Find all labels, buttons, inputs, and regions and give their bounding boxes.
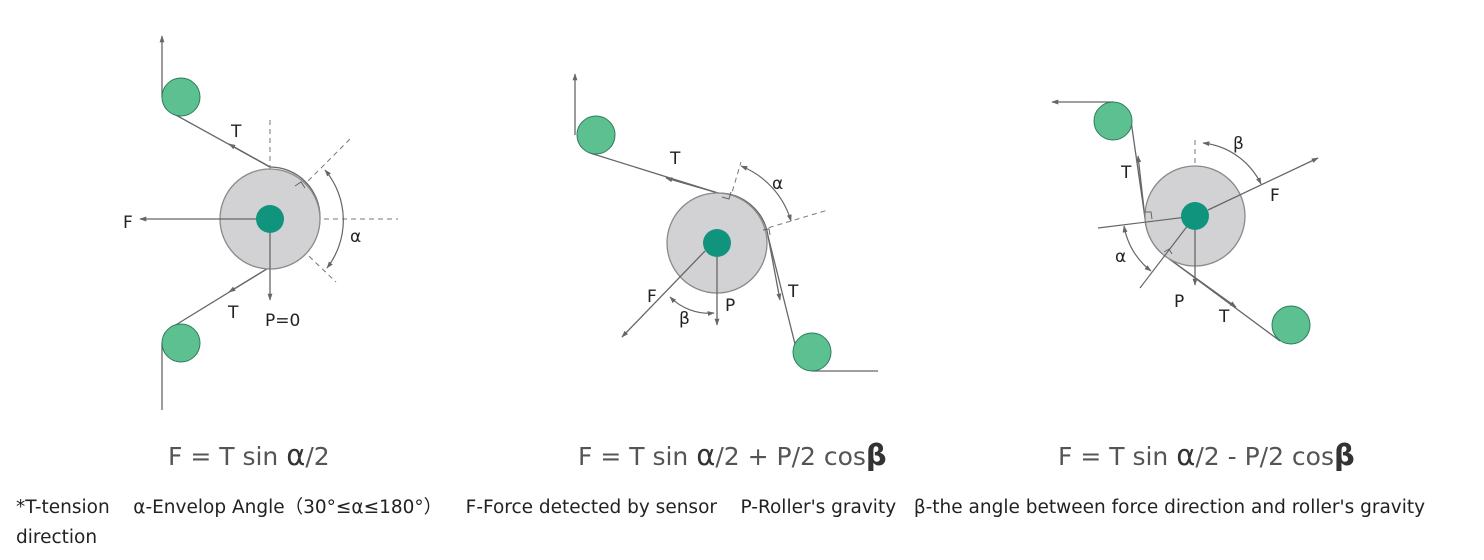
label-F: F xyxy=(123,213,133,233)
diagram-3: T T F α β P F = T sin α/2 - P/2 cosβ xyxy=(1051,99,1355,472)
legend-beta: β-the angle between force direction and … xyxy=(16,497,1431,548)
label-F: F xyxy=(1270,186,1280,206)
label-T-lower: T xyxy=(1218,307,1230,327)
tension-arrow-upper xyxy=(1136,155,1146,219)
force-arrow xyxy=(621,250,706,338)
label-P: P xyxy=(1174,292,1184,312)
formula-3: F = T sin α/2 - P/2 cosβ xyxy=(1058,438,1355,472)
legend-force: F-Force detected by sensor xyxy=(465,497,717,518)
formula-1: F = T sin α/2 xyxy=(168,438,330,472)
normal-line-lower xyxy=(1139,215,1196,289)
alpha-arc xyxy=(740,165,792,222)
legend-tension: *T-tension xyxy=(16,497,110,518)
formula-2: F = T sin α/2 + P/2 cosβ xyxy=(578,438,887,472)
normal-line-left xyxy=(1097,215,1196,229)
diagram-2: T T F α β P F = T sin α/2 + P/2 cosβ xyxy=(572,73,887,472)
label-T-lower: T xyxy=(787,282,799,302)
guide-roller-lower xyxy=(161,323,201,363)
label-T-upper: T xyxy=(230,122,242,142)
guide-roller-upper xyxy=(161,77,201,117)
roller-hub xyxy=(256,205,284,233)
belt-lower-span xyxy=(767,235,798,353)
right-angle-mark-lower xyxy=(762,228,771,236)
guide-roller-upper xyxy=(576,115,616,155)
label-P: P=0 xyxy=(265,311,300,331)
beta-arc xyxy=(669,296,715,317)
guide-roller-upper xyxy=(1093,101,1133,141)
label-beta: β xyxy=(679,309,690,329)
label-T-upper: T xyxy=(1120,163,1132,183)
right-angle-mark-lower xyxy=(1163,248,1173,255)
diagram-1: T T F α P=0 F = T sin α/2 xyxy=(123,35,398,472)
tension-arrow-lower xyxy=(767,235,782,301)
legend: *T-tension α-Envelop Angle（30°≤α≤180°） F… xyxy=(16,493,1476,553)
tension-arrow-lower xyxy=(228,266,271,293)
tension-arrow-upper xyxy=(228,143,271,168)
beta-arc xyxy=(1202,141,1262,185)
right-angle-mark-upper xyxy=(721,191,732,200)
guide-roller-lower xyxy=(792,332,832,372)
right-angle-mark-upper xyxy=(1145,211,1153,220)
guide-roller-lower xyxy=(1271,305,1311,345)
label-F: F xyxy=(647,287,657,307)
label-T-upper: T xyxy=(669,149,681,169)
legend-envelop-angle: α-Envelop Angle（30°≤α≤180°） xyxy=(133,497,443,518)
alpha-arc xyxy=(324,169,344,269)
roller-hub xyxy=(703,229,731,257)
label-alpha: α xyxy=(1115,247,1126,267)
legend-gravity: P-Roller's gravity xyxy=(740,497,897,518)
diagram-canvas: T T F α P=0 F = T sin α/2 xyxy=(123,35,1355,472)
label-alpha: α xyxy=(350,227,361,247)
label-P: P xyxy=(725,296,735,316)
label-alpha: α xyxy=(772,174,783,194)
label-T-lower: T xyxy=(227,303,239,323)
tension-arrow-lower xyxy=(1167,257,1237,308)
right-angle-mark xyxy=(294,181,306,189)
alpha-arc xyxy=(1122,225,1152,272)
roller-hub xyxy=(1181,202,1209,230)
tension-arrow-upper xyxy=(665,177,719,194)
label-beta: β xyxy=(1233,134,1244,154)
force-arrow xyxy=(1207,157,1319,211)
